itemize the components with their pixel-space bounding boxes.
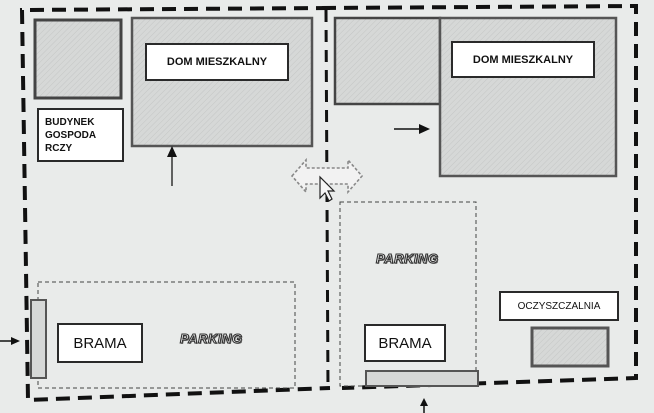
cursor-icon	[319, 175, 336, 202]
farm-building-label-line: GOSPODA	[45, 129, 97, 141]
farm-building-label: BUDYNEK GOSPODA RCZY	[37, 108, 124, 162]
left-gate-label: BRAMA	[57, 323, 143, 363]
left-house-building	[130, 16, 314, 148]
right-top-small-building	[333, 16, 442, 106]
double-arrow-icon	[290, 157, 364, 195]
right-plot-boundary	[321, 3, 638, 390]
right-house-label: DOM MIESZKALNY	[451, 41, 595, 78]
plot-divider-line	[324, 9, 330, 391]
arrow-right-icon	[0, 337, 20, 345]
left-top-small-building	[33, 18, 123, 100]
farm-building-label-line: BUDYNEK	[45, 116, 95, 128]
right-gate-post	[365, 370, 479, 387]
treatment-plant-tank	[530, 326, 610, 368]
left-plot-boundary	[19, 6, 331, 403]
left-parking-label: PARKING	[179, 330, 243, 346]
farm-building-label-line: RCZY	[45, 142, 73, 154]
left-gate-post	[30, 299, 47, 379]
right-gate-label: BRAMA	[364, 324, 446, 362]
right-parking-label: PARKING	[375, 250, 439, 266]
treatment-plant-label: OCZYSZCZALNIA	[499, 291, 619, 321]
arrow-right-icon	[394, 124, 430, 134]
left-house-label: DOM MIESZKALNY	[145, 43, 289, 81]
arrow-up-icon	[420, 398, 428, 413]
arrow-up-icon	[167, 146, 177, 186]
